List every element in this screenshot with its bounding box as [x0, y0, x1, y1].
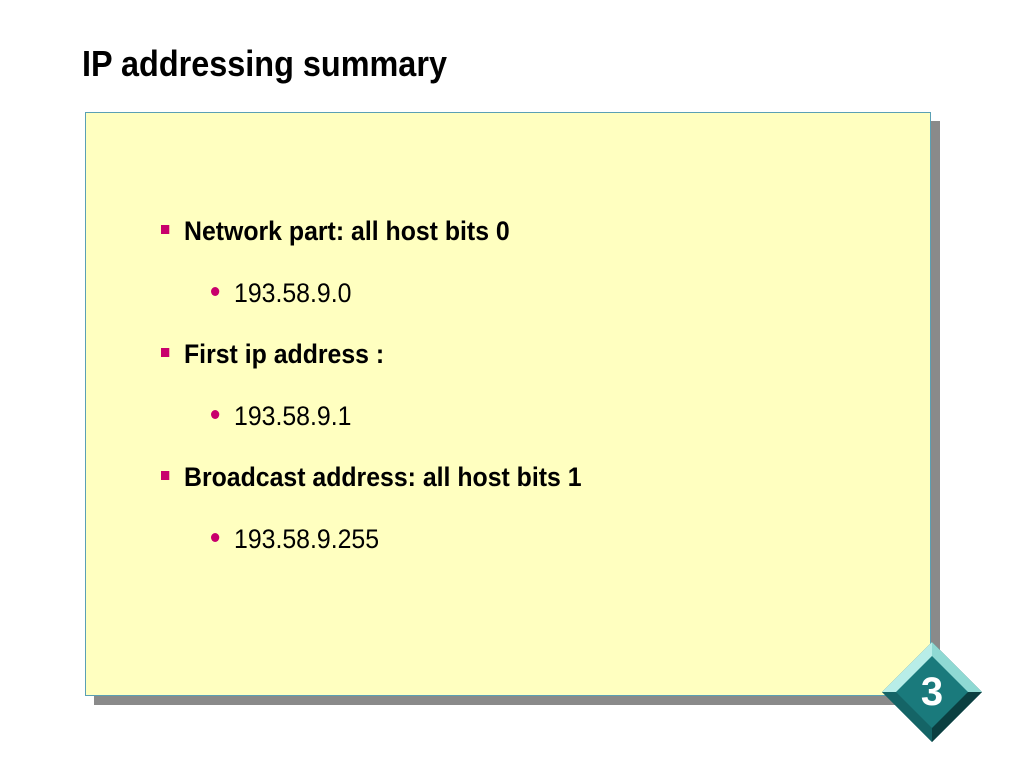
sub-bullet-text: 193.58.9.1 [234, 401, 352, 431]
square-bullet-icon [161, 348, 170, 358]
bullet-text: Broadcast address: all host bits 1 [184, 462, 582, 492]
sub-bullet-text: 193.58.9.0 [234, 278, 352, 308]
sub-bullet-item-network-address: 193.58.9.0 [211, 276, 351, 310]
slide-number-badge: 3 [880, 640, 984, 744]
content-panel: Network part: all host bits 0 193.58.9.0… [85, 112, 931, 696]
slide-title: IP addressing summary [82, 43, 447, 84]
square-bullet-icon [161, 225, 170, 235]
sub-bullet-text: 193.58.9.255 [234, 524, 380, 554]
diamond-badge-icon [882, 642, 982, 742]
square-bullet-icon [161, 471, 170, 481]
bullet-item-first-ip: First ip address : [161, 337, 384, 371]
bullet-text: Network part: all host bits 0 [184, 216, 510, 246]
bullet-item-broadcast: Broadcast address: all host bits 1 [161, 460, 582, 494]
slide-number: 3 [920, 670, 944, 714]
dot-bullet-icon [211, 410, 220, 420]
bullet-text: First ip address : [184, 339, 385, 369]
dot-bullet-icon [211, 287, 220, 297]
bullet-list: Network part: all host bits 0 193.58.9.0… [86, 113, 930, 695]
dot-bullet-icon [211, 533, 220, 543]
bullet-item-network-part: Network part: all host bits 0 [161, 214, 510, 248]
sub-bullet-item-broadcast-address: 193.58.9.255 [211, 522, 379, 556]
sub-bullet-item-first-address: 193.58.9.1 [211, 399, 351, 433]
